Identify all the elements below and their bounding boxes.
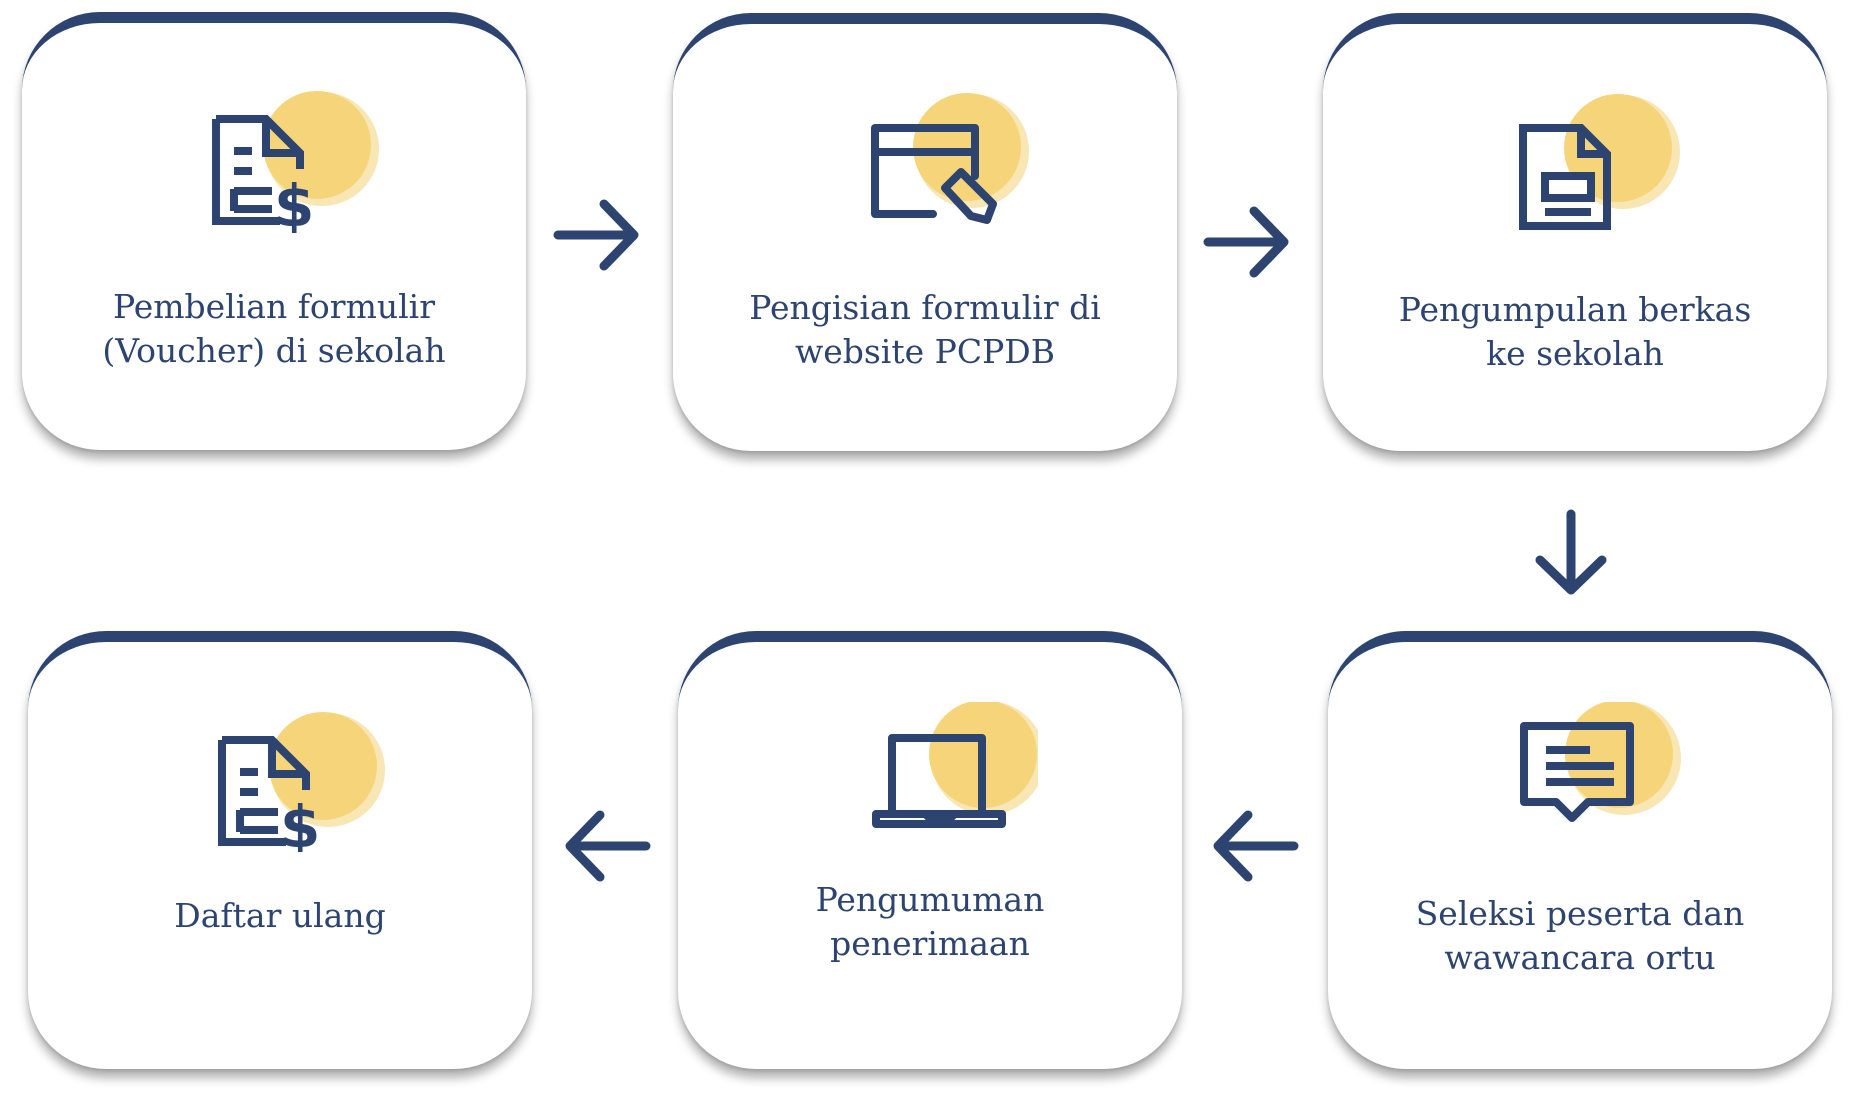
step-card-3: Pengumpulan berkas ke sekolah xyxy=(1323,13,1827,451)
browser-edit-icon xyxy=(833,84,1033,234)
step-card-5: Pengumuman penerimaan xyxy=(678,631,1182,1069)
step-label-5: Pengumuman penerimaan xyxy=(815,880,1045,963)
document-icon xyxy=(1483,84,1683,234)
laptop-icon xyxy=(838,702,1038,852)
svg-text:$: $ xyxy=(280,793,320,852)
arrow-right-icon xyxy=(1202,203,1292,281)
invoice-dollar-icon: $ xyxy=(182,83,382,233)
arrow-down-icon xyxy=(1532,508,1610,598)
step-label-6: Daftar ulang xyxy=(174,896,386,935)
chat-message-icon xyxy=(1488,702,1688,852)
arrow-left-icon xyxy=(1210,807,1300,885)
step-card-4: Seleksi peserta dan wawancara ortu xyxy=(1328,631,1832,1069)
step-label-3: Pengumpulan berkas ke sekolah xyxy=(1398,290,1752,373)
step-label-1: Pembelian formulir (Voucher) di sekolah xyxy=(102,287,446,370)
svg-text:$: $ xyxy=(274,172,314,233)
invoice-dollar-icon: $ xyxy=(188,702,388,852)
step-card-1: $ Pembelian formulir (Voucher) di sekola… xyxy=(22,12,526,450)
step-label-2: Pengisian formulir di website PCPDB xyxy=(749,288,1101,371)
step-label-4: Seleksi peserta dan wawancara ortu xyxy=(1415,894,1745,977)
step-card-2: Pengisian formulir di website PCPDB xyxy=(673,13,1177,451)
arrow-right-icon xyxy=(552,196,642,274)
step-card-6: $ Daftar ulang xyxy=(28,631,532,1069)
arrow-left-icon xyxy=(562,807,652,885)
